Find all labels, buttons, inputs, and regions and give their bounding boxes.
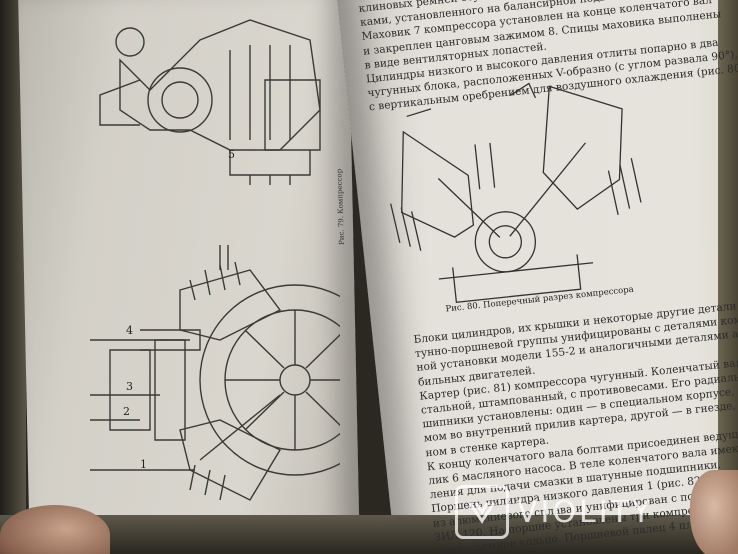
left-figure-label: 3 bbox=[126, 380, 133, 393]
watermark: VIOLITY bbox=[455, 485, 653, 539]
left-figure-label: 2 bbox=[123, 405, 130, 418]
book-spine-right bbox=[718, 0, 738, 554]
book-edge-bottom bbox=[0, 515, 738, 554]
left-figure-label: 4 bbox=[126, 324, 133, 337]
left-figure-label: 5 bbox=[228, 148, 235, 161]
finger-left bbox=[0, 505, 110, 554]
watermark-text: VIOLITY bbox=[517, 494, 654, 530]
watermark-logo-icon bbox=[455, 485, 509, 539]
compressor-drawing-left: 5 4 3 2 1 bbox=[90, 19, 340, 501]
right-page-text: клиновых ремней осуществляется перемещен… bbox=[358, 0, 738, 554]
finger-right bbox=[690, 470, 738, 554]
left-figure-label: 1 bbox=[140, 458, 147, 471]
